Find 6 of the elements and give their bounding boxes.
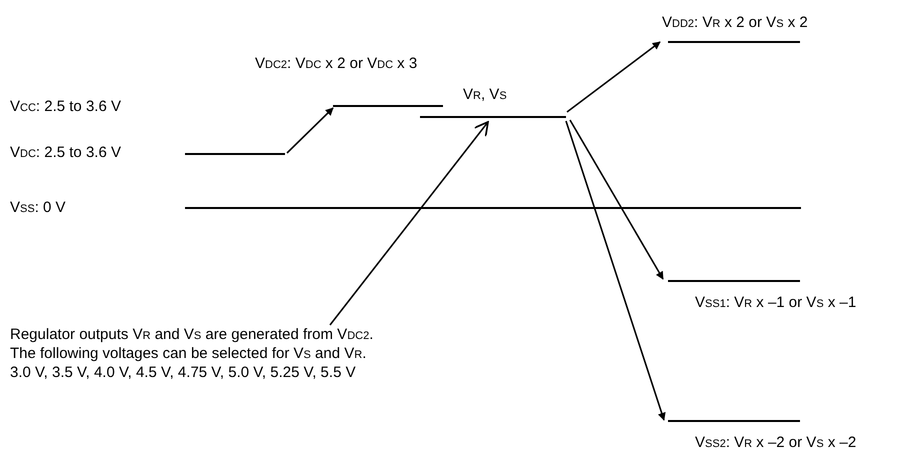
note-text: 3.0 V, 3.5 V, 4.0 V, 4.5 V, 4.75 V, 5.0 V, 5.25 V, 5.5 V	[10, 364, 356, 382]
arrow	[329, 121, 489, 326]
arrow	[569, 120, 664, 280]
arrow	[286, 107, 334, 154]
arrow	[566, 41, 661, 113]
arrow	[565, 120, 666, 421]
